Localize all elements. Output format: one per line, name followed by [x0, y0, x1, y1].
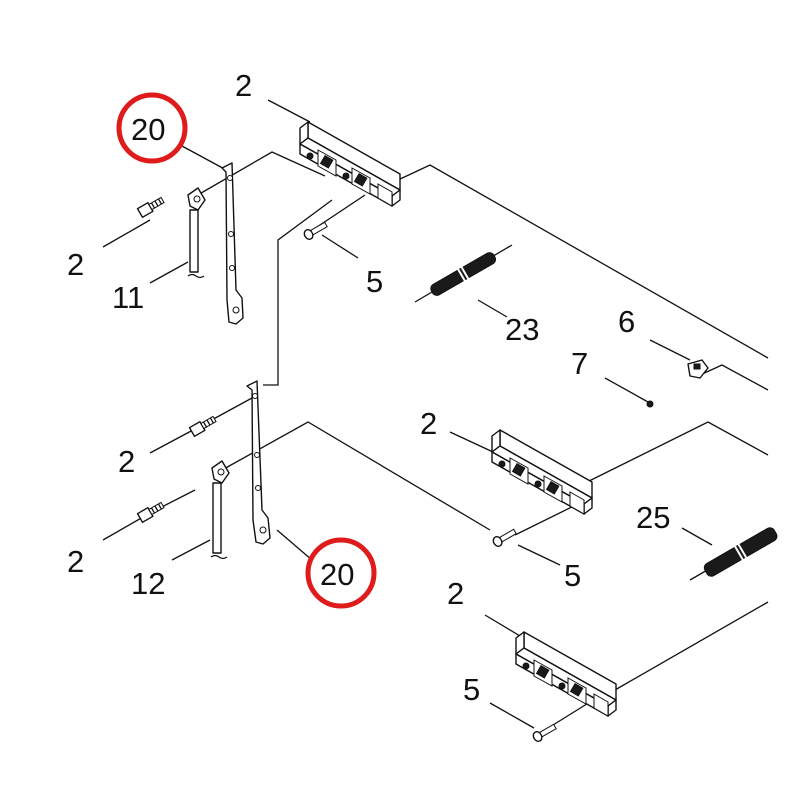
callout-6: 6	[618, 304, 635, 339]
callout-2: 2	[420, 406, 437, 441]
threaded-stud-25	[703, 527, 778, 577]
callout-5: 5	[463, 672, 480, 707]
callout-5: 5	[366, 264, 383, 299]
screw-5-top	[303, 221, 328, 240]
bus-bar-bottom	[246, 380, 271, 545]
cable-12	[210, 460, 230, 560]
threaded-stud-23	[430, 252, 497, 296]
highlight-circle-20-bottom	[305, 537, 377, 609]
callout-2: 2	[67, 247, 84, 282]
screw-hex-2	[188, 415, 217, 438]
callout-12: 12	[131, 566, 165, 601]
callout-2: 2	[235, 68, 252, 103]
screw-5-bottom	[532, 723, 557, 742]
screw-hex-3	[136, 501, 165, 524]
callout-2: 2	[118, 444, 135, 479]
callout-23: 23	[505, 312, 539, 347]
clip-6	[687, 359, 709, 379]
terminal-block-middle	[491, 429, 593, 515]
callout-5: 5	[564, 558, 581, 593]
cable-11	[187, 187, 206, 279]
terminal-block-top	[299, 121, 401, 207]
callout-20: 20	[131, 112, 165, 147]
screw-5-middle	[492, 528, 517, 547]
callout-20: 20	[320, 557, 354, 592]
screw-hex-1	[136, 196, 165, 219]
callout-11: 11	[112, 280, 144, 315]
callout-25: 25	[636, 500, 670, 535]
callout-labels: 2 20 2 11 5 23 6 7 2 2 2 12 5 25 20 2 5	[67, 68, 670, 707]
bus-bar-top	[221, 162, 244, 325]
pin-7	[646, 400, 654, 408]
callout-2: 2	[67, 544, 84, 579]
highlight-circle-20-top	[116, 92, 188, 164]
callout-7: 7	[571, 346, 588, 381]
callout-2: 2	[447, 576, 464, 611]
terminal-block-bottom	[515, 631, 617, 717]
